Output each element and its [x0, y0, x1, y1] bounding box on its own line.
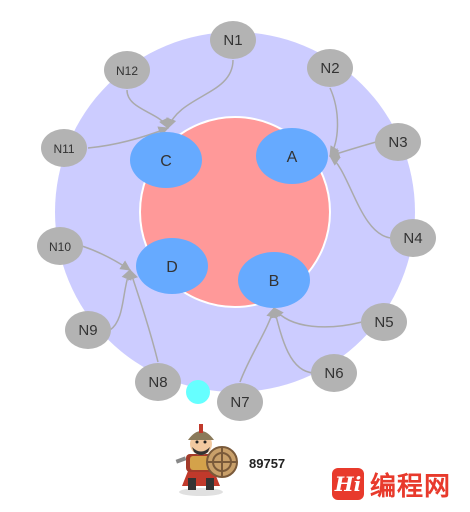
- ring-node-shape: [37, 227, 83, 265]
- ring-node-label: N8: [148, 374, 167, 391]
- ring-node-label: N3: [388, 134, 407, 151]
- server-node-label: C: [160, 153, 172, 170]
- server-node-c[interactable]: C: [130, 132, 202, 188]
- edge-n10-to-d: [81, 245, 131, 271]
- ring-node-shape: [210, 21, 256, 59]
- edge-n9-to-d: [109, 269, 132, 331]
- ring-node-shape: [41, 129, 87, 167]
- ring-node-label: N1: [223, 32, 242, 49]
- ring-node-n11[interactable]: N11: [41, 129, 87, 167]
- server-node-shape: [130, 132, 202, 188]
- ring-node-n3[interactable]: N3: [375, 123, 421, 161]
- server-node-shape: [238, 252, 310, 308]
- ring-node-shape: [307, 49, 353, 87]
- logo-text: 编程网: [370, 471, 452, 502]
- ring-node-n7[interactable]: N7: [217, 383, 263, 421]
- server-node-shape: [256, 128, 328, 184]
- ring-node-shape: [65, 311, 111, 349]
- server-node-label: B: [269, 273, 280, 290]
- edge-n12-to-c: [126, 89, 169, 129]
- edge-n4-to-a: [329, 155, 393, 239]
- edges-layer: [81, 59, 393, 383]
- ring-node-shape: [135, 363, 181, 401]
- ring-node-n4[interactable]: N4: [390, 219, 436, 257]
- edge-n3-to-a: [329, 141, 377, 158]
- ring-node-shape: [375, 123, 421, 161]
- edge-n8-to-d: [128, 269, 159, 363]
- ring-node-n1[interactable]: N1: [210, 21, 256, 59]
- server-node-d[interactable]: D: [136, 238, 208, 294]
- warrior-mascot-icon: [175, 424, 238, 496]
- ring-node-n10[interactable]: N10: [37, 227, 83, 265]
- edge-n1-to-c: [166, 59, 234, 129]
- server-node-shape: [136, 238, 208, 294]
- ring-node-label: N12: [116, 64, 138, 78]
- ring-node-shape: [217, 383, 263, 421]
- ring-node-label: N7: [230, 394, 249, 411]
- position-marker-dot: [186, 380, 210, 404]
- ring-node-n5[interactable]: N5: [361, 303, 407, 341]
- ring-node-n2[interactable]: N2: [307, 49, 353, 87]
- ring-node-shape: [311, 354, 357, 392]
- ring-node-n12[interactable]: N12: [104, 51, 150, 89]
- ring-node-label: N6: [324, 365, 343, 382]
- ring-node-label: N4: [403, 230, 422, 247]
- edge-n11-to-c: [87, 126, 169, 149]
- server-node-label: A: [287, 149, 298, 166]
- ring-node-n9[interactable]: N9: [65, 311, 111, 349]
- visit-counter: 89757: [249, 456, 286, 471]
- ring-node-shape: [104, 51, 150, 89]
- ring-node-n6[interactable]: N6: [311, 354, 357, 392]
- ring-node-n8[interactable]: N8: [135, 363, 181, 401]
- ring-node-label: N2: [320, 60, 339, 77]
- server-node-label: D: [166, 259, 178, 276]
- ring-node-shape: [361, 303, 407, 341]
- ring-node-label: N11: [53, 142, 74, 156]
- ring-node-label: N10: [49, 240, 71, 254]
- ring-node-label: N9: [78, 322, 97, 339]
- server-node-b[interactable]: B: [238, 252, 310, 308]
- logo-icon: Hi: [332, 468, 364, 500]
- site-logo[interactable]: Hi 编程网: [332, 466, 451, 502]
- edge-n7-to-b: [239, 306, 277, 383]
- ring-node-label: N5: [374, 314, 393, 331]
- ring-node-shape: [390, 219, 436, 257]
- server-node-a[interactable]: A: [256, 128, 328, 184]
